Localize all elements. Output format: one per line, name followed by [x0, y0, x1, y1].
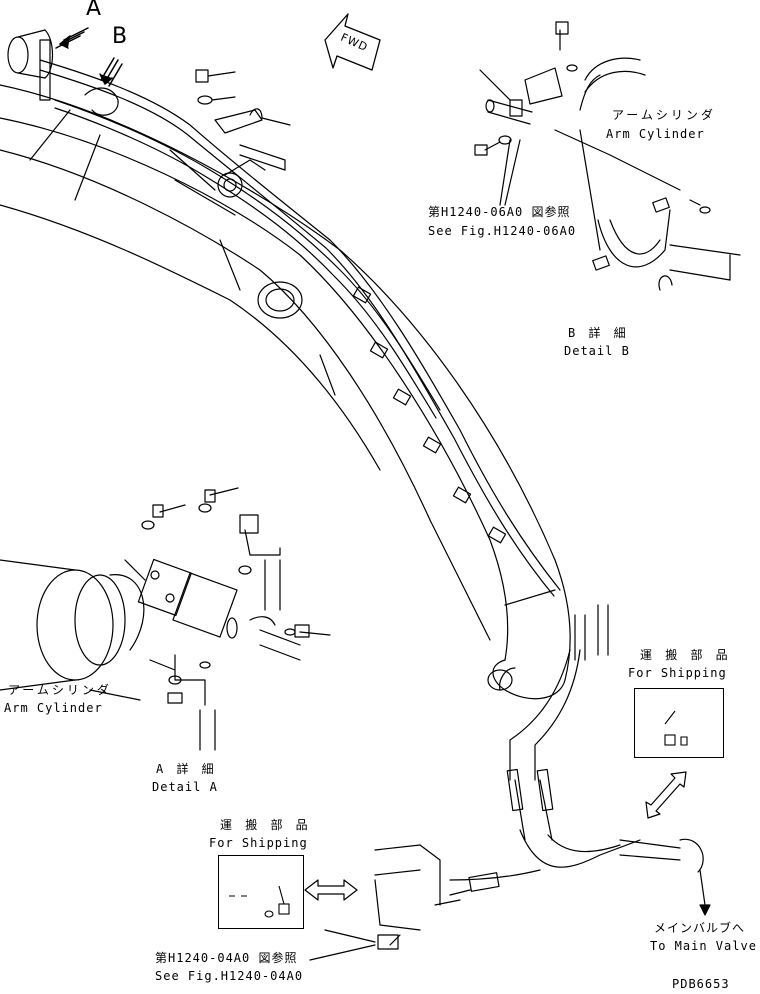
detail-b-ref-en: See Fig.H1240-06A0 [428, 224, 577, 238]
fwd-arrow [324, 13, 381, 71]
shipping-right-en: For Shipping [628, 666, 727, 680]
bottom-ref-jp: 第H1240-04A0 図参照 [155, 951, 298, 965]
detail-a-title-en: Detail A [152, 780, 218, 794]
bottom-ref-en: See Fig.H1240-04A0 [155, 969, 304, 983]
detail-b-title-en: Detail B [564, 344, 630, 358]
detail-b-ref-jp: 第H1240-06A0 図参照 [428, 205, 571, 219]
detail-a-drawing [0, 487, 331, 751]
main-valve-en: To Main Valve [650, 939, 757, 953]
detail-a-arm-cylinder-en: Arm Cylinder [4, 701, 103, 715]
main-valve-jp: メインバルブへ [654, 921, 746, 935]
detail-b-arm-cylinder-en: Arm Cylinder [606, 127, 705, 141]
drawing-code: PDB6653 [672, 977, 730, 991]
detail-b-title-jp: B 詳 細 [568, 326, 629, 340]
shipping-right-parts [664, 710, 688, 746]
detail-b-drawing [474, 21, 741, 291]
shipping-left-box [218, 855, 304, 929]
shipping-left-en: For Shipping [209, 836, 308, 850]
shipping-left-jp: 運 搬 部 品 [220, 818, 311, 832]
top-left-cylinder [7, 29, 119, 116]
detail-a-title-jp: A 詳 細 [156, 762, 217, 776]
shipping-right-box [634, 688, 724, 758]
callout-a: A [86, 0, 102, 21]
lower-hoses [374, 604, 711, 950]
detail-b-arm-cylinder-jp: アームシリンダ [612, 108, 716, 122]
callout-b: B [112, 24, 128, 49]
shipping-right-jp: 運 搬 部 品 [640, 648, 731, 662]
shipping-left-parts [229, 885, 290, 918]
shipping-arrow-horizontal [304, 879, 358, 901]
shipping-arrow-diagonal [645, 771, 687, 819]
callout-arrows [55, 27, 123, 87]
top-parts [195, 69, 291, 171]
detail-a-arm-cylinder-jp: アームシリンダ [8, 683, 112, 697]
boom-hoses [39, 59, 561, 597]
boom-arm [0, 84, 571, 700]
